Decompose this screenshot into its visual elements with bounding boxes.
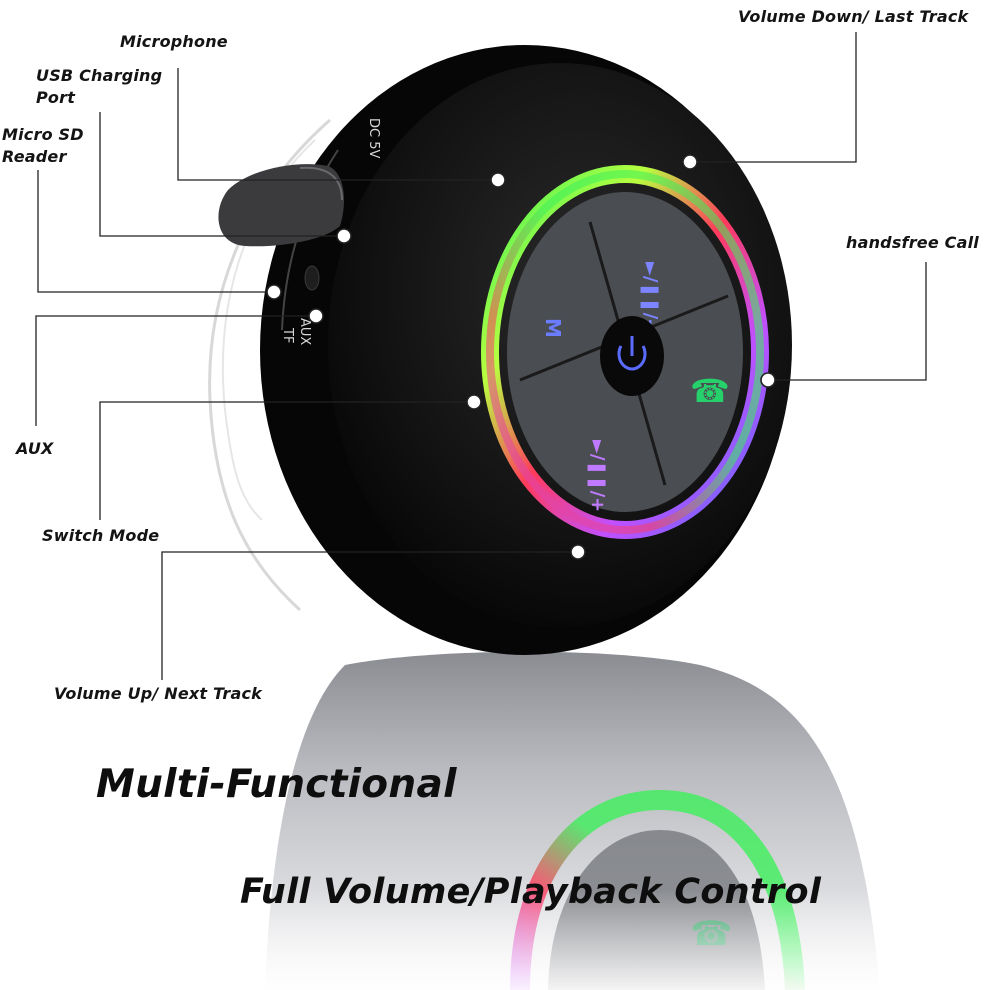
label-aux: AUX [16,439,54,458]
label-microphone: Microphone [120,32,228,51]
speaker-reflection: ☎ [260,651,890,990]
label-switch-mode: Switch Mode [42,526,160,545]
label-volume-up-next: Volume Up/ Next Track [54,684,262,703]
phone-icon[interactable]: ☎ [690,372,730,410]
label-handsfree-call: handsfree Call [846,233,979,252]
mode-button[interactable]: M [541,318,565,338]
callout-dots [266,154,776,560]
play-pause-prev-button[interactable]: ►/❚❚/- [640,262,661,327]
callout-lines [35,32,927,680]
tf-port-marking: TF [280,327,295,343]
usb-port-cap [218,164,344,247]
label-micro-sd-reader: Micro SD Reader [2,125,84,166]
aux-port-marking: AUX [297,318,312,345]
headline-full-control: Full Volume/Playback Control [240,872,822,912]
label-usb-charging-port: USB Charging Port [36,66,163,107]
control-panel: ►/❚❚/- M ►/❚❚/+ ☎ [481,165,769,539]
label-volume-down-last: Volume Down/ Last Track [738,7,969,26]
dc-5v-marking: DC 5V [366,118,381,158]
power-icon [617,345,647,371]
headline-multi-functional: Multi-Functional [96,762,457,807]
device-markings: DC 5V AUX TF [280,118,381,345]
aux-port [304,265,320,291]
play-pause-next-button[interactable]: ►/❚❚/+ [587,440,608,512]
power-button[interactable] [600,316,664,396]
